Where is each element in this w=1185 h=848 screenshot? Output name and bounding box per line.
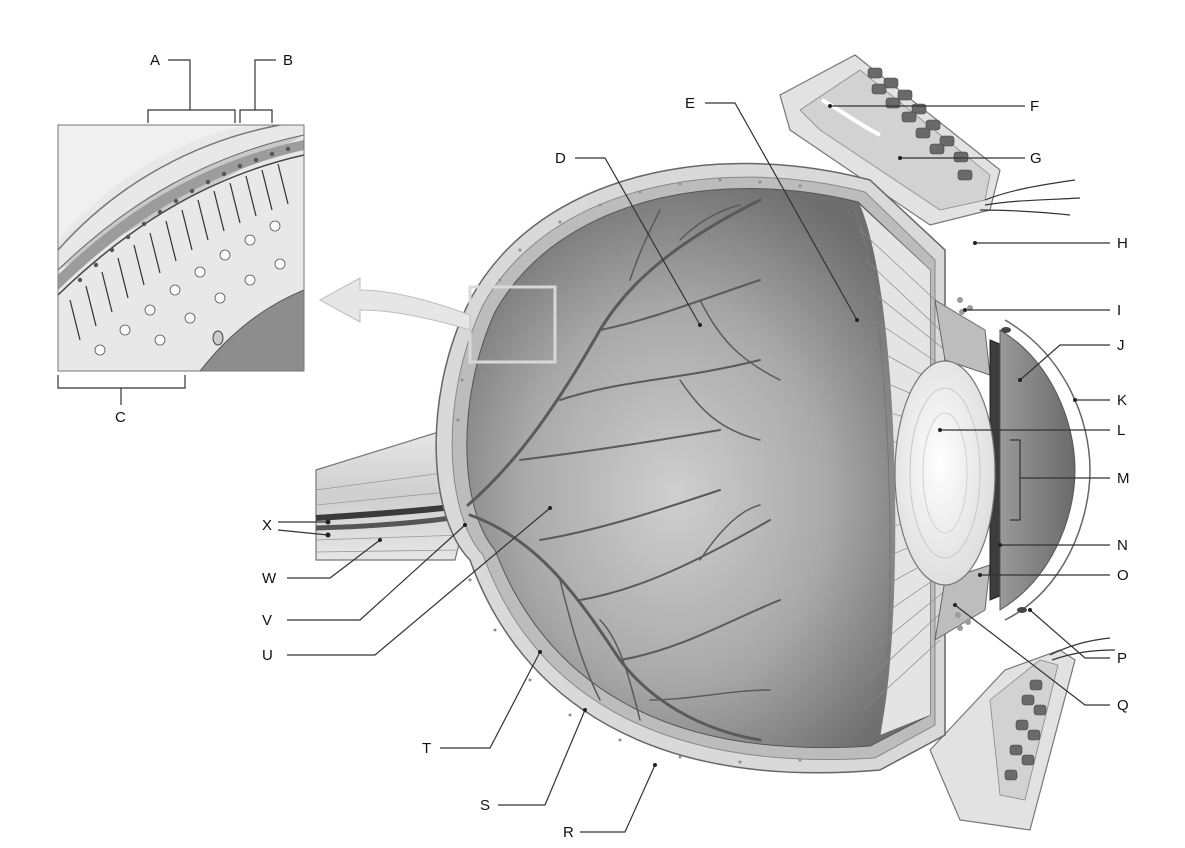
label-B: B [283, 52, 293, 69]
retinal-blood-vessels [466, 198, 781, 742]
label-O: O [1117, 567, 1129, 584]
lower-eyelid [929, 637, 1116, 831]
label-E: E [685, 95, 695, 112]
label-U: U [262, 647, 273, 664]
label-N: N [1117, 537, 1128, 554]
label-V: V [262, 612, 272, 629]
label-T: T [422, 740, 431, 757]
label-A: A [150, 52, 160, 69]
magnify-arrow [318, 277, 471, 331]
label-W: W [262, 570, 277, 587]
label-C: C [115, 409, 126, 426]
structure-labels: A B C D E F G H I J K L M N O P Q R S T … [115, 52, 1130, 841]
anterior-segment [894, 297, 1091, 641]
leader-lines [277, 102, 1110, 833]
label-P: P [1117, 650, 1127, 667]
label-M: M [1117, 470, 1130, 487]
label-H: H [1117, 235, 1128, 252]
upper-eyelid [779, 54, 1081, 226]
label-F: F [1030, 98, 1039, 115]
label-G: G [1030, 150, 1042, 167]
label-R: R [563, 824, 574, 841]
label-Q: Q [1117, 697, 1129, 714]
label-X: X [262, 517, 272, 534]
label-I: I [1117, 302, 1121, 319]
retina-inset [57, 124, 305, 372]
inset-brackets [57, 59, 276, 405]
eyeball [435, 162, 951, 774]
label-S: S [480, 797, 490, 814]
leader-line-dots [325, 104, 1077, 767]
label-K: K [1117, 392, 1127, 409]
label-D: D [555, 150, 566, 167]
label-J: J [1117, 337, 1125, 354]
label-L: L [1117, 422, 1125, 439]
